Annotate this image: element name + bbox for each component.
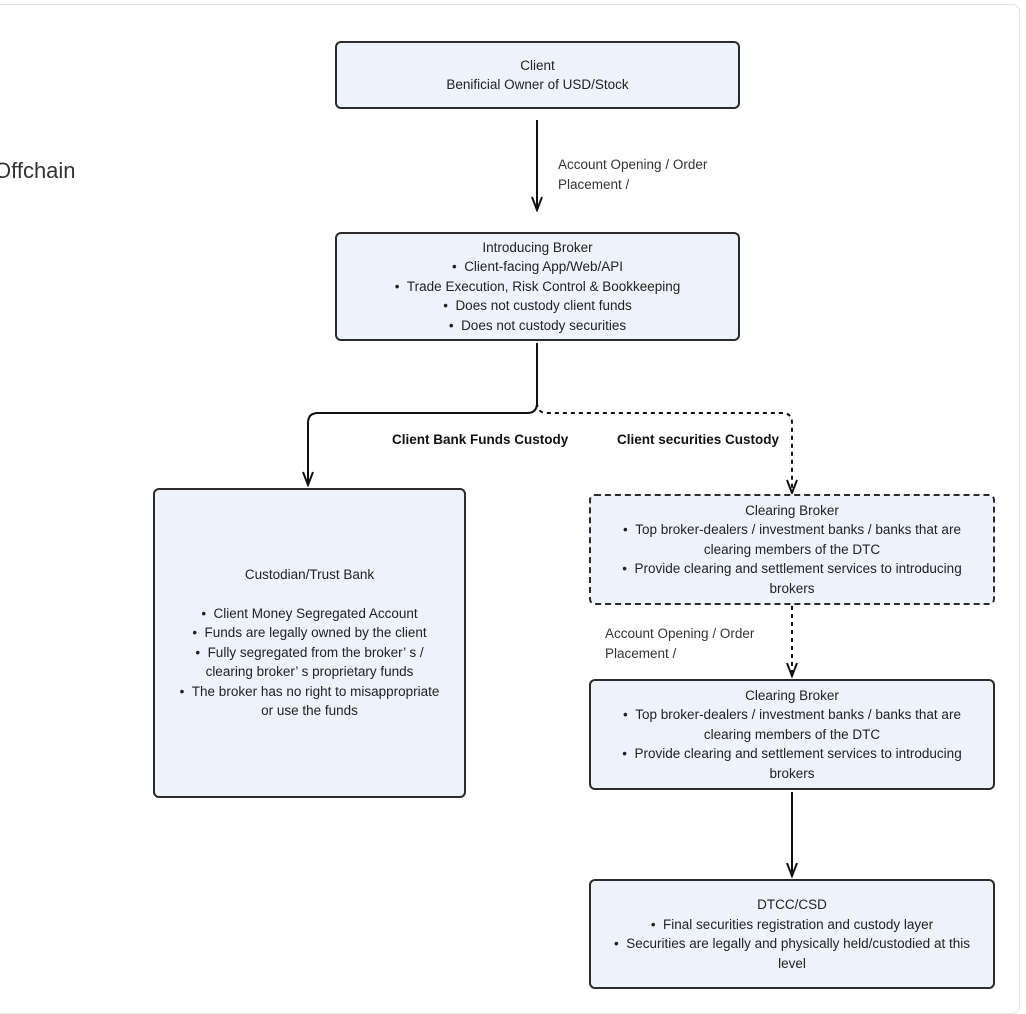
offchain-label: Offchain xyxy=(0,158,76,183)
bullet-item: Does not custody securities xyxy=(395,316,681,336)
client-node: Client Benificial Owner of USD/Stock xyxy=(335,41,740,109)
clearing-broker-1-bullets: Top broker-dealers / investment banks / … xyxy=(603,520,981,598)
edge-label-clearing-to-clearing: Account Opening / Order Placement / xyxy=(605,626,755,661)
clearing-broker-1-title: Clearing Broker xyxy=(745,502,839,518)
edge-label-securities-custody: Client securities Custody xyxy=(617,432,780,447)
custodian-node: Custodian/Trust Bank Client Money Segreg… xyxy=(153,488,466,798)
edge-label-funds-custody: Client Bank Funds Custody xyxy=(392,432,569,447)
client-subtitle: Benificial Owner of USD/Stock xyxy=(446,77,629,92)
client-title: Client xyxy=(520,57,555,73)
bullet-item: Fully segregated from the broker’ s / cl… xyxy=(175,643,444,682)
edge-introducing-broker-to-clearing-broker xyxy=(536,402,792,493)
dtcc-title: DTCC/CSD xyxy=(757,897,827,912)
custodian-title: Custodian/Trust Bank xyxy=(244,567,375,583)
dtcc-bullets: Final securities registration and custod… xyxy=(603,915,981,974)
bullet-item: Top broker-dealers / investment banks / … xyxy=(603,705,981,744)
clearing-broker-2-title: Clearing Broker xyxy=(745,687,839,703)
introducing-broker-title: Introducing Broker xyxy=(482,239,593,255)
edge-introducing-broker-to-custodian xyxy=(308,343,538,485)
introducing-broker-bullets: Client-facing App/Web/API Trade Executio… xyxy=(395,257,681,336)
dtcc-node: DTCC/CSD Final securities registration a… xyxy=(589,879,995,989)
clearing-broker-2-bullets: Top broker-dealers / investment banks / … xyxy=(603,705,981,783)
bullet-item: Funds are legally owned by the client xyxy=(175,623,444,643)
edge-label-client-to-ib: Account Opening / Order Placement / xyxy=(558,157,708,192)
custodian-bullets: Client Money Segregated Account Funds ar… xyxy=(175,604,444,721)
bullet-item: Provide clearing and settlement services… xyxy=(603,559,981,598)
clearing-broker-node-2: Clearing Broker Top broker-dealers / inv… xyxy=(589,679,995,790)
bullet-item: Client Money Segregated Account xyxy=(175,604,444,624)
introducing-broker-node: Introducing Broker Client-facing App/Web… xyxy=(335,232,740,341)
bullet-item: Securities are legally and physically he… xyxy=(603,934,981,973)
bullet-item: Provide clearing and settlement services… xyxy=(603,744,981,783)
clearing-broker-node-1: Clearing Broker Top broker-dealers / inv… xyxy=(589,494,995,605)
bullet-item: Client-facing App/Web/API xyxy=(395,257,681,277)
bullet-item: Trade Execution, Risk Control & Bookkeep… xyxy=(395,277,680,297)
bullet-item: The broker has no right to misappropriat… xyxy=(175,682,444,721)
bullet-item: Does not custody client funds xyxy=(395,296,681,316)
bullet-item: Final securities registration and custod… xyxy=(603,915,981,935)
bullet-item: Top broker-dealers / investment banks / … xyxy=(603,520,981,559)
